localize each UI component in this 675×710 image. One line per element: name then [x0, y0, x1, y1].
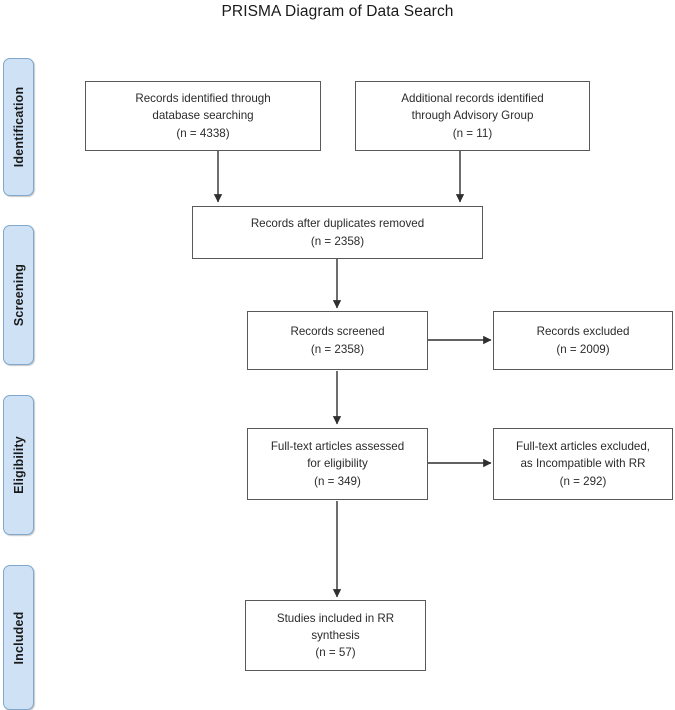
box-fulltext-articles-excluded: Full-text articles excluded, as Incompat… — [493, 428, 673, 500]
box-line: Studies included in RR — [276, 611, 395, 625]
box-line: synthesis — [311, 628, 360, 642]
box-line: Records after duplicates removed — [250, 217, 425, 231]
box-records-after-duplicates-removed: Records after duplicates removed (n = 23… — [192, 206, 483, 259]
box-line: Full-text articles excluded, — [515, 440, 651, 454]
stage-label-identification-text: Identification — [11, 86, 26, 168]
box-line: (n = 2358) — [310, 342, 365, 356]
box-line: (n = 4338) — [176, 126, 230, 140]
box-line: (n = 57) — [315, 646, 356, 660]
box-fulltext-articles-assessed: Full-text articles assessed for eligibil… — [247, 428, 428, 500]
page-title: PRISMA Diagram of Data Search — [221, 3, 454, 20]
box-line: (n = 349) — [314, 474, 361, 488]
box-line: as Incompatible with RR — [520, 457, 646, 471]
box-line: database searching — [152, 109, 254, 123]
box-additional-records-advisory: Additional records identified through Ad… — [355, 81, 590, 151]
box-studies-included: Studies included in RR synthesis (n = 57… — [245, 600, 426, 671]
box-line: (n = 2009) — [556, 342, 610, 356]
box-line: (n = 11) — [452, 126, 493, 140]
box-line: through Advisory Group — [411, 109, 534, 123]
box-line: Records screened — [290, 325, 385, 339]
stage-label-identification: Identification — [3, 58, 34, 196]
stage-label-screening-text: Screening — [11, 263, 26, 327]
stage-label-eligibility-text: Eligibility — [11, 436, 26, 494]
box-line: Additional records identified — [401, 92, 544, 106]
stage-label-included: Included — [3, 565, 34, 710]
box-line: Full-text articles assessed — [270, 440, 405, 454]
box-records-identified-database: Records identified through database sear… — [85, 81, 321, 151]
stage-label-screening: Screening — [3, 225, 34, 365]
box-line: Records excluded — [536, 325, 630, 339]
stage-label-included-text: Included — [11, 611, 26, 664]
box-line: Records identified through — [135, 92, 271, 106]
box-records-excluded: Records excluded (n = 2009) — [493, 311, 673, 370]
box-line: for eligibility — [307, 457, 368, 471]
box-line: (n = 292) — [559, 474, 607, 488]
stage-label-eligibility: Eligibility — [3, 395, 34, 535]
box-line: (n = 2358) — [310, 234, 365, 248]
box-records-screened: Records screened (n = 2358) — [247, 311, 428, 370]
